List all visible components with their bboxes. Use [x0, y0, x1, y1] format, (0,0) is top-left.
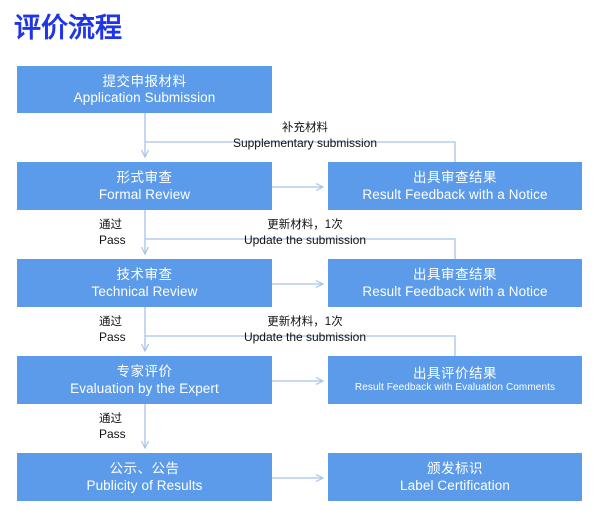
node-title-en: Result Feedback with a Notice	[362, 186, 548, 202]
node-formal-review-result[interactable]: 出具审查结果 Result Feedback with a Notice	[328, 162, 582, 210]
node-title-cn: 出具评价结果	[413, 366, 497, 382]
pass-label-en: Pass	[99, 329, 126, 344]
node-technical-review[interactable]: 技术审查 Technical Review	[17, 259, 272, 307]
edge-label-update-submission-expert: 更新材料，1次 Update the submission	[220, 316, 390, 344]
node-title-cn: 出具审查结果	[413, 267, 497, 283]
edge-label-en: Update the submission	[243, 329, 367, 344]
node-formal-review[interactable]: 形式审查 Formal Review	[17, 162, 272, 210]
edge-label-supplementary-submission: 补充材料 Supplementary submission	[220, 122, 390, 150]
node-title-en: Publicity of Results	[86, 477, 203, 493]
node-title-cn: 技术审查	[116, 267, 173, 283]
node-title-en: Result Feedback with Evaluation Comments	[354, 382, 556, 394]
node-expert-evaluation[interactable]: 专家评价 Evaluation by the Expert	[17, 356, 272, 404]
node-title-cn: 专家评价	[116, 364, 173, 380]
node-expert-evaluation-result[interactable]: 出具评价结果 Result Feedback with Evaluation C…	[328, 356, 582, 404]
node-label-certification[interactable]: 颁发标识 Label Certification	[328, 453, 582, 501]
edge-label-en: Supplementary submission	[232, 135, 378, 150]
node-title-en: Technical Review	[91, 283, 198, 299]
edge-feedback-supplementary	[145, 141, 456, 162]
edge-label-cn: 更新材料，1次	[267, 316, 343, 328]
edge-label-cn: 更新材料，1次	[267, 219, 343, 231]
node-title-cn: 形式审查	[116, 170, 173, 186]
pass-label-cn: 通过	[99, 413, 122, 425]
edge-label-cn: 补充材料	[282, 122, 328, 134]
node-title-en: Evaluation by the Expert	[70, 380, 219, 396]
node-title-en: Result Feedback with a Notice	[362, 283, 548, 299]
page-title: 评价流程	[14, 13, 122, 43]
node-application-submission[interactable]: 提交申报材料 Application Submission	[17, 66, 272, 113]
pass-label-to-expert-evaluation: 通过 Pass	[99, 316, 126, 344]
pass-label-to-publicity: 通过 Pass	[99, 413, 126, 441]
pass-label-en: Pass	[99, 426, 126, 441]
node-title-en: Application Submission	[73, 90, 216, 105]
edge-label-update-submission-technical: 更新材料，1次 Update the submission	[220, 219, 390, 247]
node-title-cn: 出具审查结果	[413, 170, 497, 186]
edge-feedback-update-technical	[145, 238, 456, 259]
pass-label-cn: 通过	[99, 219, 122, 231]
pass-label-to-technical-review: 通过 Pass	[99, 219, 126, 247]
pass-label-en: Pass	[99, 232, 126, 247]
node-title-en: Formal Review	[98, 186, 191, 202]
edge-feedback-update-expert	[145, 335, 456, 356]
node-title-cn: 提交申报材料	[102, 73, 187, 89]
node-title-en: Label Certification	[400, 477, 510, 493]
node-title-cn: 颁发标识	[427, 461, 483, 477]
node-technical-review-result[interactable]: 出具审查结果 Result Feedback with a Notice	[328, 259, 582, 307]
edge-label-en: Update the submission	[243, 232, 367, 247]
node-title-cn: 公示、公告	[109, 461, 180, 477]
pass-label-cn: 通过	[99, 316, 122, 328]
node-publicity-of-results[interactable]: 公示、公告 Publicity of Results	[17, 453, 272, 501]
